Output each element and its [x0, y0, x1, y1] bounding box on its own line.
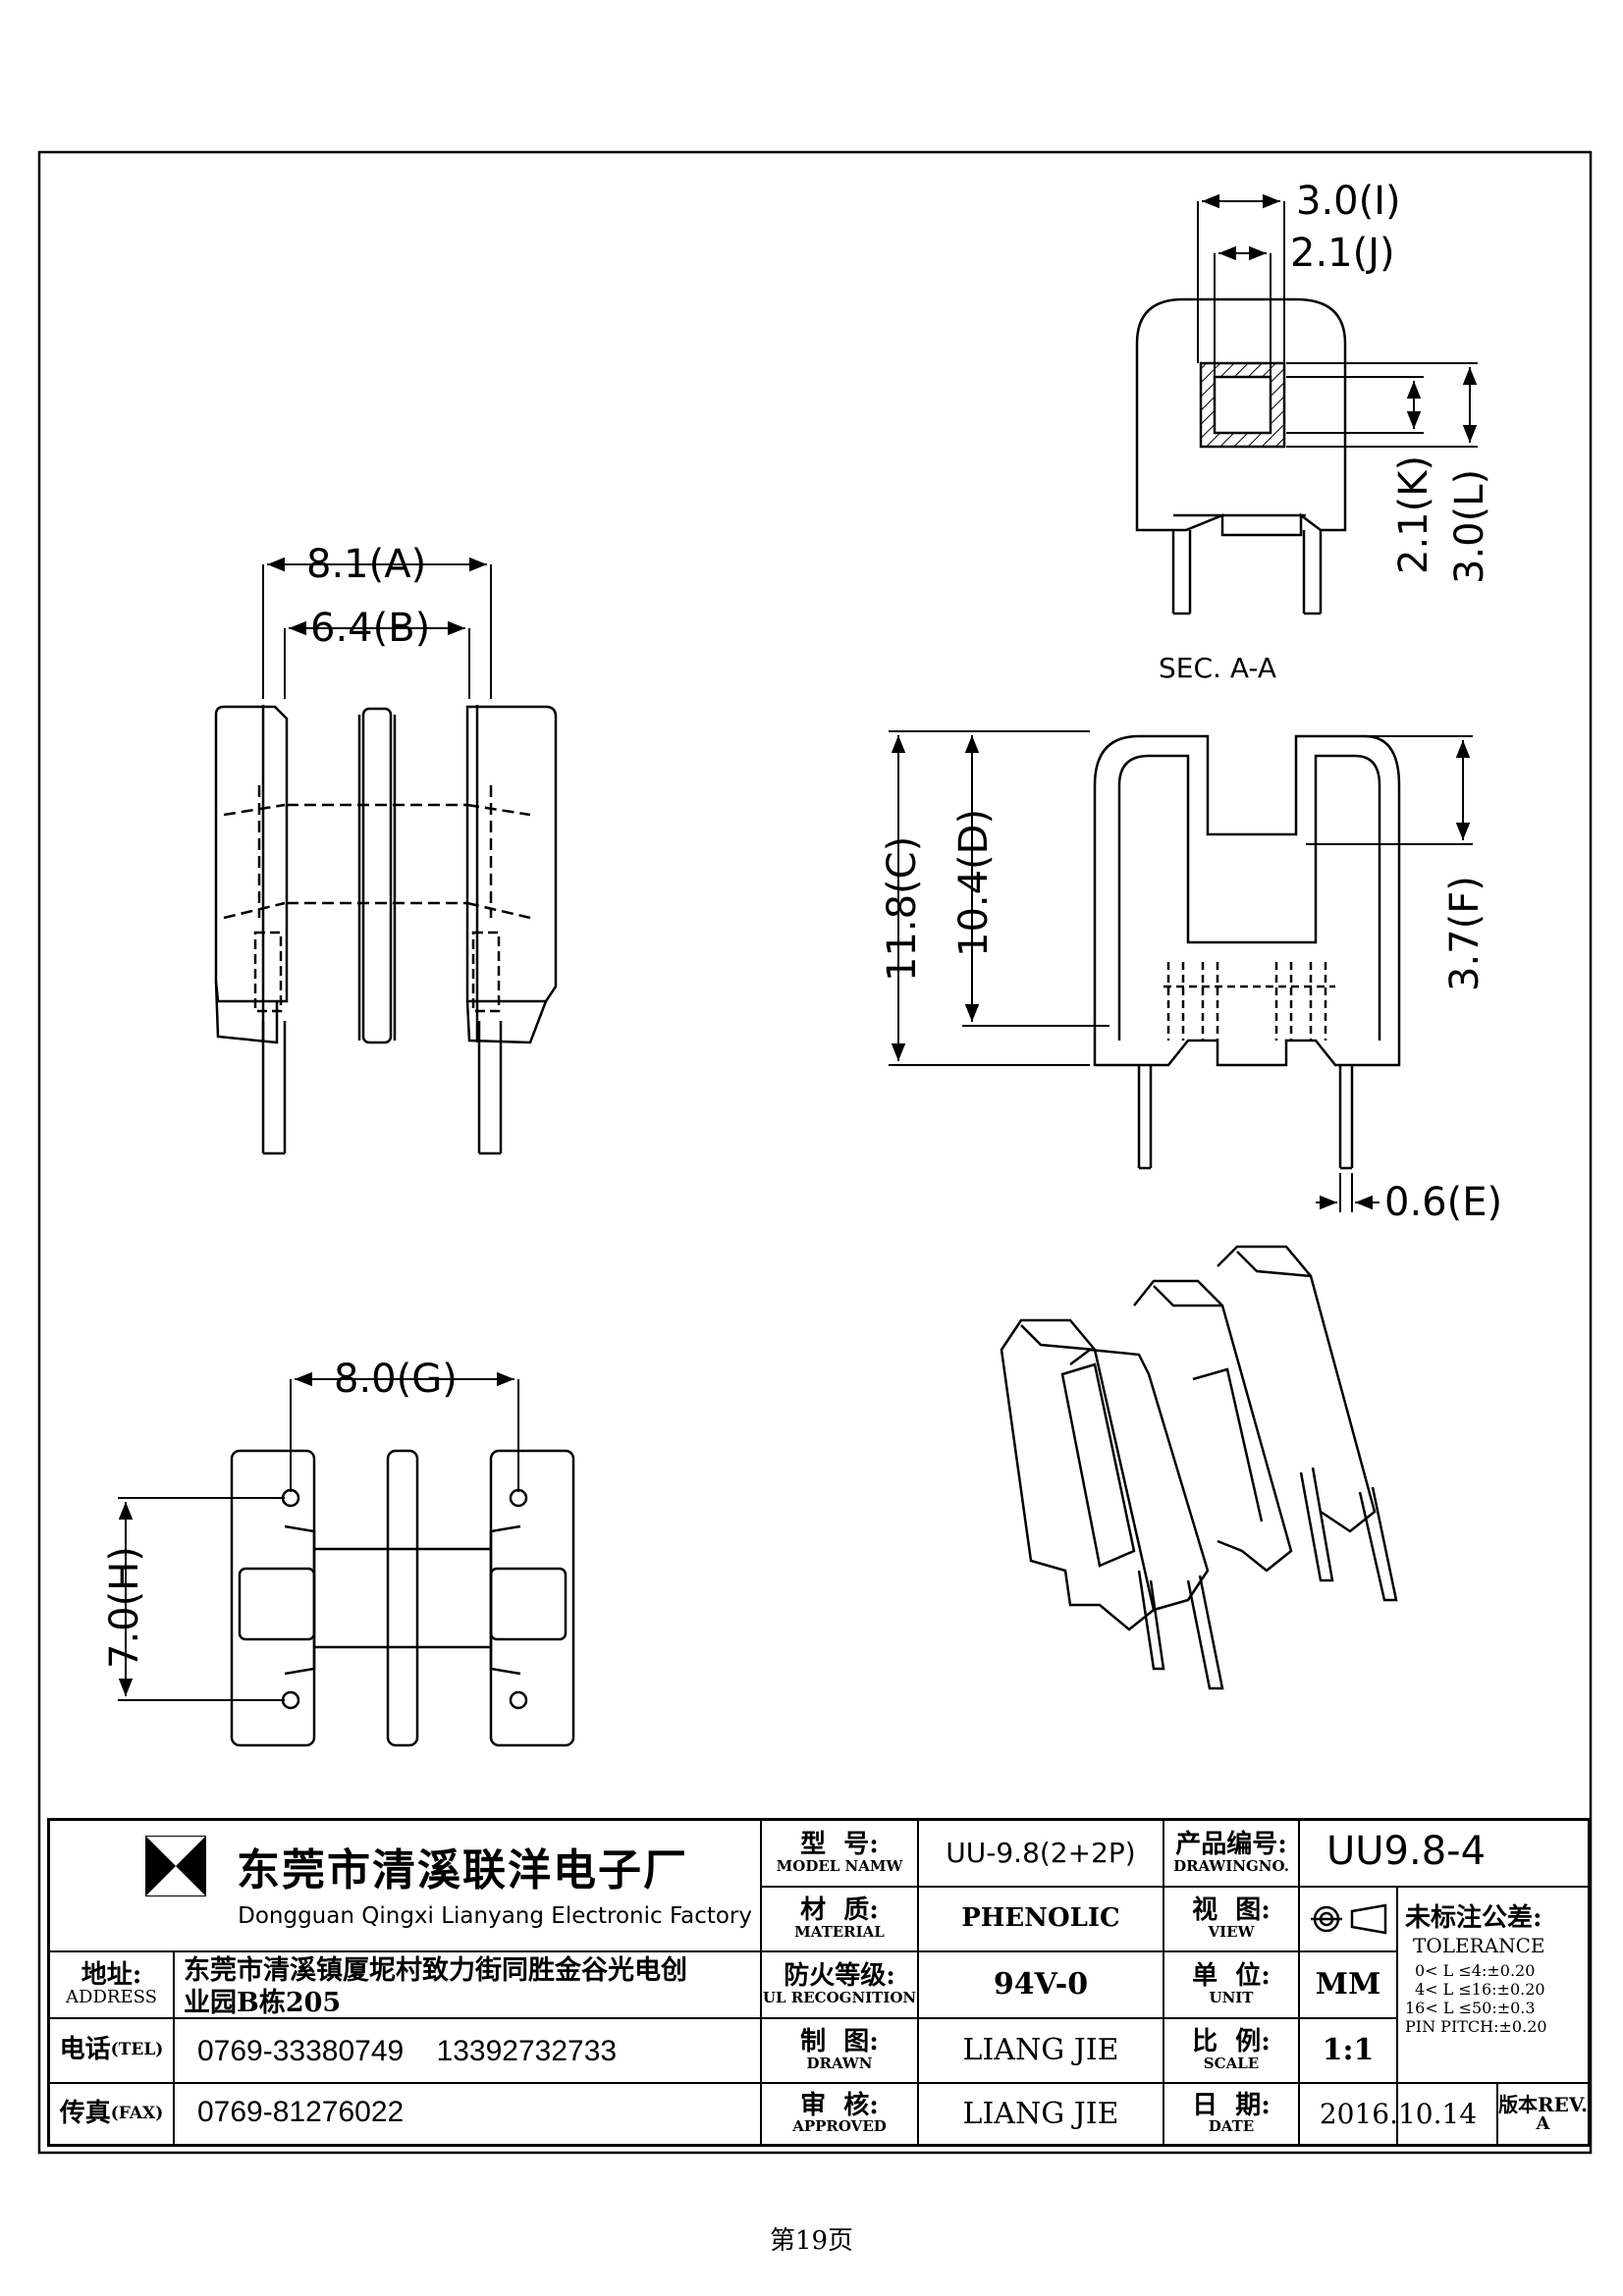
address-label-cn: 地址: [81, 1959, 142, 1990]
view-label-cn: 视 图: [1192, 1896, 1271, 1926]
dim-d: 10.4(D) [951, 809, 997, 957]
tolerance-row-4: PIN PITCH:±0.20 [1405, 2017, 1547, 2036]
section-label: SEC. A-A [1159, 652, 1276, 684]
drawn-label-cn: 制 图: [800, 2027, 879, 2057]
fax-label-en: (FAX) [110, 2103, 164, 2123]
rev-label: 版本REV. [1498, 2092, 1588, 2116]
page-number: 第19页 [769, 2226, 854, 2256]
fax-label-cn: 传真 [59, 2098, 111, 2128]
company-logo [144, 1835, 207, 1897]
projection-symbol-icon [1309, 1899, 1391, 1939]
material-label-cn: 材 质: [800, 1896, 879, 1926]
tolerance-block: 未标注公差: TOLERANCE 0< L ≤4:±0.20 4< L ≤16:… [1405, 1897, 1588, 2036]
dim-f: 3.7(F) [1442, 876, 1488, 991]
company-name-en: Dongguan Qingxi Lianyang Electronic Fact… [238, 1903, 752, 1929]
ul-label-en: UL RECOGNITION [762, 1988, 917, 2006]
model-value: UU-9.8(2+2P) [946, 1837, 1136, 1870]
drawn-label-en: DRAWN [806, 2054, 873, 2072]
unit-label-en: UNIT [1209, 1988, 1254, 2006]
section-a-a-view [1135, 297, 1347, 615]
date-value: 2016.10.14 [1319, 2097, 1478, 2130]
company-name-cn: 东莞市清溪联洋电子厂 [237, 1845, 688, 1896]
tel-value: 0769-33380749 13392732733 [197, 2035, 618, 2067]
material-value: PHENOLIC [961, 1903, 1120, 1934]
unit-value: MM [1315, 1967, 1381, 2002]
fax-value: 0769-81276022 [197, 2096, 405, 2128]
drawingno-label-en: DRAWINGNO. [1173, 1856, 1289, 1875]
tel-label-en: (TEL) [110, 2040, 164, 2060]
approved-label-en: APPROVED [792, 2117, 887, 2136]
approved-value: LIANG JIE [962, 2096, 1119, 2131]
bottom-view [230, 1449, 575, 1747]
tolerance-row-2: 4< L ≤16:±0.20 [1415, 1980, 1545, 1999]
dim-e: 0.6(E) [1384, 1180, 1502, 1225]
drawingno-value: UU9.8-4 [1326, 1829, 1487, 1874]
side-view [1093, 734, 1401, 1170]
front-view [214, 705, 558, 1155]
scale-label-cn: 比 例: [1192, 2027, 1271, 2057]
unit-label-cn: 单 位: [1192, 1961, 1271, 1992]
view-label-en: VIEW [1208, 1922, 1255, 1941]
tolerance-row-3: 16< L ≤50:±0.3 [1405, 1999, 1536, 2017]
date-label-en: DATE [1208, 2117, 1255, 2136]
model-label-en: MODEL NAMW [776, 1856, 903, 1875]
drawing-frame [37, 150, 1593, 2155]
material-label-en: MATERIAL [794, 1922, 885, 1941]
tel-label-cn: 电话 [59, 2035, 111, 2065]
model-label-cn: 型 号: [800, 1830, 879, 1860]
dim-b: 6.4(B) [310, 606, 430, 651]
dim-i: 3.0(I) [1296, 179, 1401, 224]
dim-l: 3.0(L) [1447, 469, 1492, 584]
scale-label-en: SCALE [1203, 2054, 1260, 2072]
approved-label-cn: 审 核: [800, 2090, 879, 2120]
tolerance-row-1: 0< L ≤4:±0.20 [1415, 1961, 1536, 1980]
ul-value: 94V-0 [993, 1967, 1089, 2002]
title-block: 东莞市清溪联洋电子厂 Dongguan Qingxi Lianyang Elec… [47, 1818, 1591, 2147]
address-line-2: 业园B栋205 [184, 1988, 342, 2018]
dim-h: 7.0(H) [102, 1546, 147, 1669]
ul-label-cn: 防火等级: [784, 1961, 895, 1992]
dim-a: 8.1(A) [306, 542, 426, 587]
tolerance-label-en: TOLERANCE [1413, 1934, 1545, 1957]
tolerance-label-cn: 未标注公差: [1405, 1903, 1542, 1933]
date-label-cn: 日 期: [1192, 2090, 1271, 2120]
scale-value: 1:1 [1322, 2033, 1375, 2068]
drawn-value: LIANG JIE [962, 2033, 1119, 2068]
rev-value: A [1536, 2112, 1550, 2134]
address-line-1: 东莞市清溪镇厦坭村致力街同胜金谷光电创 [184, 1955, 687, 1986]
isometric-view [1000, 1245, 1398, 1690]
dim-g: 8.0(G) [334, 1357, 458, 1402]
dim-j: 2.1(J) [1290, 231, 1395, 276]
drawingno-label-cn: 产品编号: [1175, 1830, 1287, 1860]
address-label-en: ADDRESS [66, 1987, 157, 2008]
address-value: 东莞市清溪镇厦坭村致力街同胜金谷光电创 业园B栋205 [184, 1954, 687, 2019]
dim-k: 2.1(K) [1391, 455, 1436, 574]
dim-c: 11.8(C) [880, 836, 925, 982]
